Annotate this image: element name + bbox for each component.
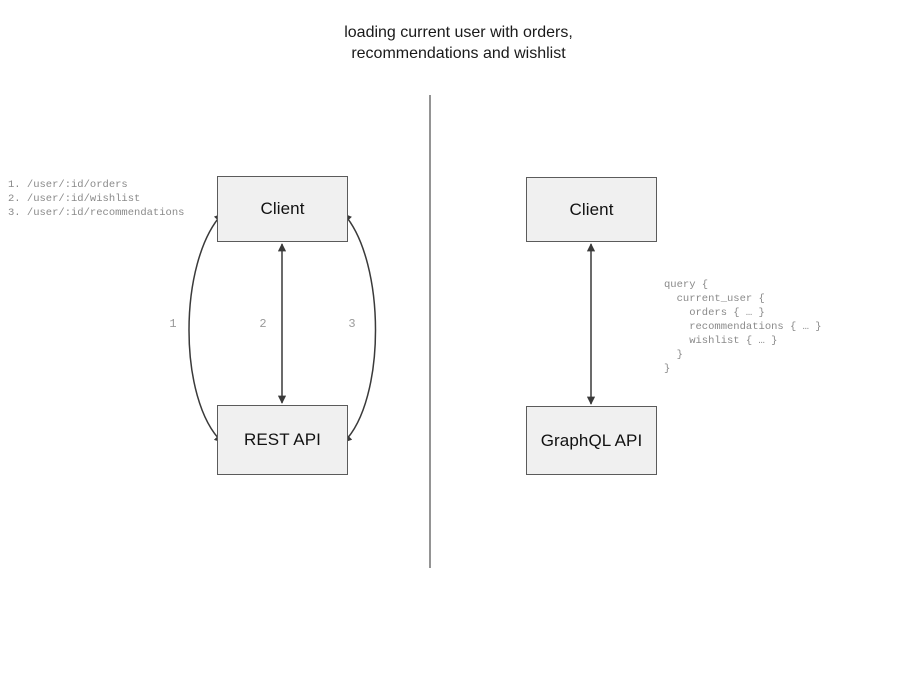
node-client-rest[interactable]: Client bbox=[217, 176, 348, 242]
node-rest-api[interactable]: REST API bbox=[217, 405, 348, 475]
node-client-graphql[interactable]: Client bbox=[526, 177, 657, 242]
rest-endpoint-list: 1. /user/:id/orders 2. /user/:id/wishlis… bbox=[8, 179, 185, 219]
edge-label-2: 2 bbox=[259, 317, 267, 331]
graphql-query-code: query { current_user { orders { … } reco… bbox=[664, 279, 822, 375]
edge-label-3: 3 bbox=[348, 317, 356, 331]
diagram-title: loading current user with orders, recomm… bbox=[344, 24, 573, 62]
node-graphql-api[interactable]: GraphQL API bbox=[526, 406, 657, 475]
edge-label-1: 1 bbox=[169, 317, 177, 331]
